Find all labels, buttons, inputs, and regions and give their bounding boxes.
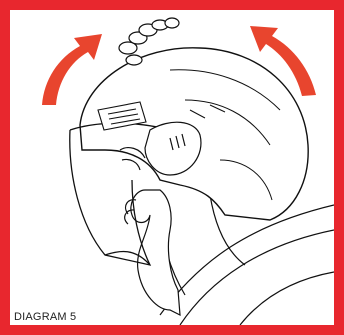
diagram-panel: DIAGRAM 5 <box>10 10 334 325</box>
diagram-caption: DIAGRAM 5 <box>14 311 76 323</box>
shoulder-lines <box>160 205 334 325</box>
helmet-illustration <box>10 10 334 325</box>
